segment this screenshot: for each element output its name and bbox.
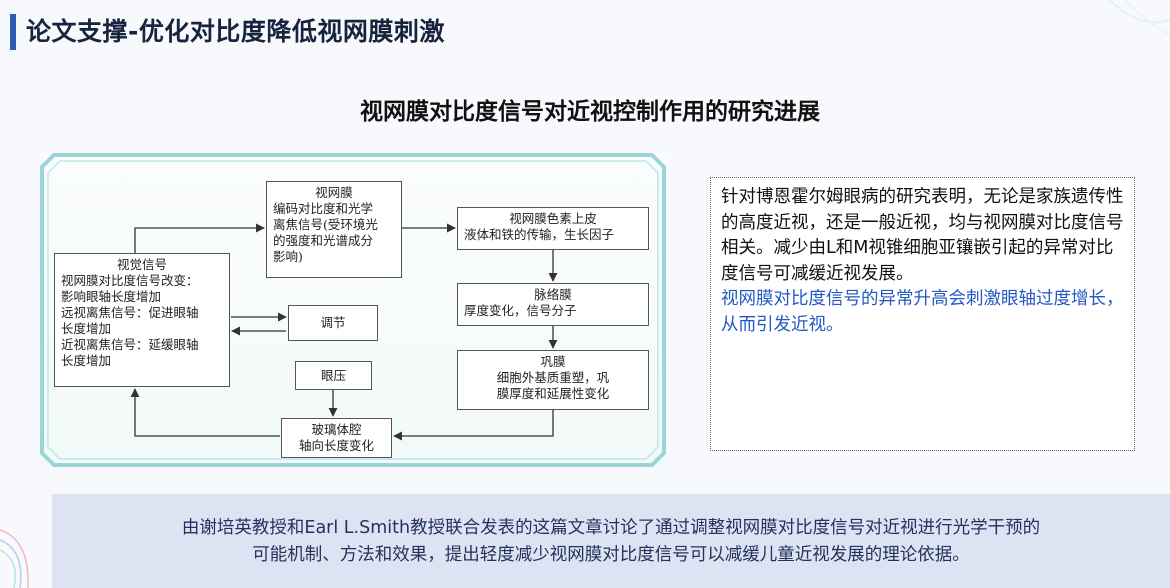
summary-line: 可能机制、方法和效果，提出轻度减少视网膜对比度信号可以减缓儿童近视发展的理论依据…: [252, 545, 970, 565]
choroid-line: 厚度变化，信号分子: [464, 303, 577, 318]
summary-footer: 由谢培英教授和Earl L.Smith教授联合发表的这篇文章讨论了通过调整视网膜…: [52, 494, 1170, 588]
diagram-title: 视网膜对比度信号对近视控制作用的研究进展: [360, 99, 820, 125]
retina-line: 编码对比度和光学: [273, 201, 374, 216]
rpe-box: 视网膜色素上皮 液体和铁的传输，生长因子: [457, 207, 649, 250]
retina-line: 影响): [273, 249, 303, 264]
note-highlight: 视网膜对比度信号的异常升高会刺激眼轴过度增长，从而引发近视。: [721, 289, 1124, 335]
retina-title: 视网膜: [315, 185, 353, 200]
iop-label: 眼压: [320, 368, 346, 383]
rpe-title: 视网膜色素上皮: [509, 211, 597, 226]
sclera-title: 巩膜: [540, 354, 566, 369]
frame-border: [40, 153, 666, 467]
visual-signal-line: 长度增加: [61, 321, 112, 336]
retina-line: 的强度和光谱成分: [273, 233, 374, 248]
visual-signal-line: 远视离焦信号：促进眼轴: [61, 305, 199, 320]
choroid-title: 脉络膜: [534, 287, 572, 302]
rpe-line: 液体和铁的传输，生长因子: [464, 227, 615, 242]
summary-line: 由谢培英教授和Earl L.Smith教授联合发表的这篇文章讨论了通过调整视网膜…: [181, 518, 1041, 538]
vitreous-box: 玻璃体腔 轴向长度变化: [281, 418, 392, 458]
vitreous-line: 玻璃体腔: [311, 422, 362, 437]
retina-box: 视网膜 编码对比度和光学 离焦信号(受环境光 的强度和光谱成分 影响): [266, 181, 402, 278]
visual-signal-line: 影响眼轴长度增加: [61, 289, 162, 304]
corner-decoration: [1109, 0, 1170, 36]
wave-decoration: [0, 529, 29, 588]
choroid-box: 脉络膜 厚度变化，信号分子: [457, 283, 649, 326]
adjust-label: 调节: [320, 315, 346, 330]
visual-signal-line: 近视离焦信号：延缓眼轴: [61, 337, 199, 352]
visual-signal-title: 视觉信号: [116, 257, 167, 272]
note-text: 针对博恩霍尔姆眼病的研究表明，无论是家族遗传性的高度近视，还是一般近视，均与视网…: [721, 187, 1124, 284]
visual-signal-line: 长度增加: [61, 353, 112, 368]
sclera-line: 细胞外基质重塑，巩: [496, 370, 610, 385]
iop-box: 眼压: [295, 361, 372, 390]
visual-signal-line: 视网膜对比度信号改变：: [61, 273, 199, 288]
retina-line: 离焦信号(受环境光: [273, 217, 378, 232]
vitreous-line: 轴向长度变化: [298, 438, 374, 453]
sclera-line: 膜厚度和延展性变化: [496, 386, 610, 401]
adjust-box: 调节: [288, 305, 378, 341]
visual-signal-box: 视觉信号 视网膜对比度信号改变： 影响眼轴长度增加 远视离焦信号：促进眼轴 长度…: [54, 253, 230, 387]
page-title: 论文支撑-优化对比度降低视网膜刺激: [26, 17, 445, 46]
title-accent-bar: [10, 14, 16, 50]
research-note: 针对博恩霍尔姆眼病的研究表明，无论是家族遗传性的高度近视，还是一般近视，均与视网…: [710, 177, 1135, 451]
sclera-box: 巩膜 细胞外基质重塑，巩 膜厚度和延展性变化: [457, 350, 649, 410]
